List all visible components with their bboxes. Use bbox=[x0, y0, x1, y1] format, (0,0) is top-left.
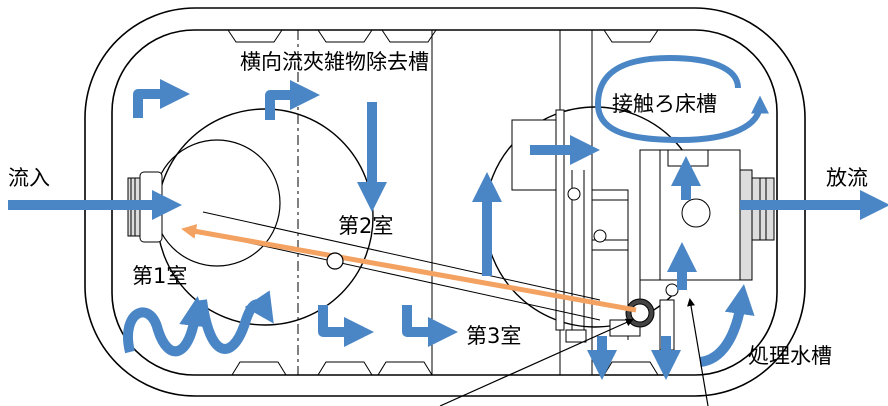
contact-bed-swirl bbox=[594, 54, 769, 144]
top-notches bbox=[227, 29, 659, 43]
contact-bed-label: 接触ろ床槽 bbox=[612, 92, 717, 116]
inflow-label: 流入 bbox=[8, 166, 50, 190]
leader-line-2 bbox=[687, 298, 709, 406]
leader-line-1 bbox=[439, 318, 634, 406]
transverse-tank-label: 横向流夾雑物除去槽 bbox=[240, 50, 429, 74]
treated-water-label: 処理水槽 bbox=[748, 344, 832, 368]
outlet-fitting bbox=[639, 149, 775, 281]
room2-label: 第2室 bbox=[338, 214, 394, 238]
outflow-label: 放流 bbox=[826, 166, 868, 190]
manhole-left-inner bbox=[153, 139, 281, 267]
room1-label: 第1室 bbox=[132, 264, 188, 288]
bottom-notches bbox=[231, 361, 659, 376]
return-pipe bbox=[181, 211, 637, 321]
room3-label: 第3室 bbox=[466, 324, 522, 348]
flow-arrows bbox=[8, 79, 888, 380]
